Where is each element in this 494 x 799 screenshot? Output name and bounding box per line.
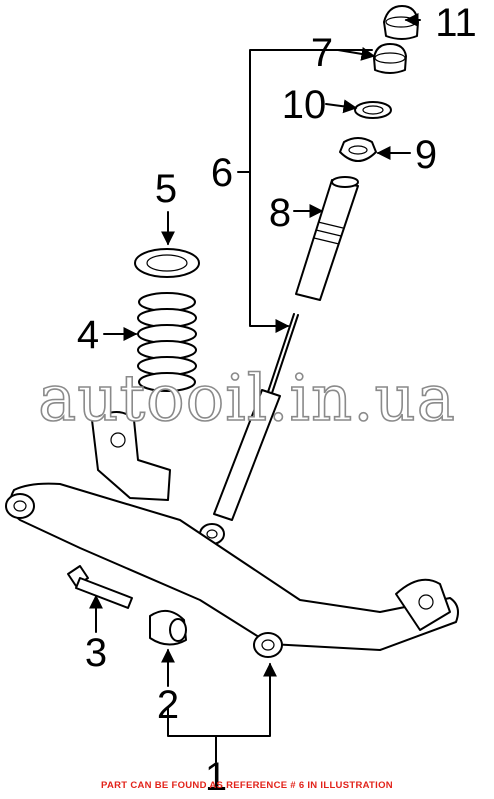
callout-5: 5 bbox=[155, 167, 177, 211]
part-3-bolt bbox=[67, 565, 133, 609]
callout-10: 10 bbox=[282, 83, 327, 127]
callout-7: 7 bbox=[311, 31, 333, 75]
part-8-dust-boot bbox=[295, 176, 359, 301]
callout-9: 9 bbox=[415, 133, 437, 177]
part-5-spring-seat bbox=[134, 248, 200, 278]
callout-8: 8 bbox=[269, 191, 291, 235]
part-9-shock-mount bbox=[339, 137, 377, 162]
callout-6: 6 bbox=[211, 151, 233, 195]
part-6-bracket bbox=[237, 49, 373, 333]
part-4-coil-spring bbox=[137, 292, 197, 392]
part-11-bump-stop-cap bbox=[383, 5, 419, 40]
callout-1: 1 bbox=[205, 755, 227, 799]
callout-3: 3 bbox=[85, 631, 107, 675]
part-2-bushing bbox=[149, 609, 187, 646]
part-1-axle-beam bbox=[5, 411, 459, 658]
part-10-insulator-ring bbox=[354, 101, 392, 119]
callout-4: 4 bbox=[77, 313, 99, 357]
callout-2: 2 bbox=[157, 683, 179, 727]
leader-lines bbox=[89, 13, 421, 763]
part-7-bumper bbox=[373, 43, 407, 74]
footer-note: PART CAN BE FOUND AS REFERENCE # 6 IN IL… bbox=[101, 780, 393, 791]
watermark: autooil.in.ua bbox=[38, 362, 456, 436]
callout-11: 11 bbox=[435, 1, 477, 45]
